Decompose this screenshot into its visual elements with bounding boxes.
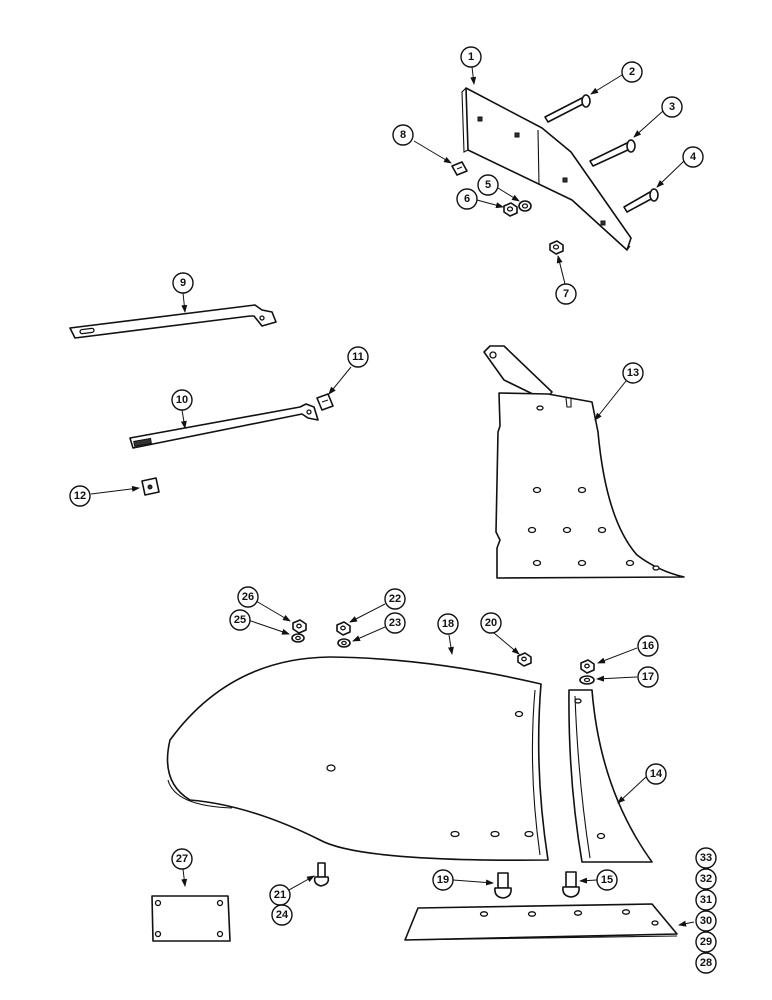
callout-33: 33 xyxy=(695,847,717,869)
hex-nut xyxy=(292,619,307,634)
callout-15: 15 xyxy=(596,869,618,891)
callout-8: 8 xyxy=(392,124,414,146)
hex-nut xyxy=(580,659,595,674)
callout-27: 27 xyxy=(171,848,193,870)
svg-text:16: 16 xyxy=(642,640,654,652)
callout-26: 26 xyxy=(237,586,259,608)
callout-25: 25 xyxy=(229,609,251,631)
callout-19: 19 xyxy=(432,869,454,891)
callout-21: 21 xyxy=(269,884,291,906)
svg-text:20: 20 xyxy=(485,617,497,629)
leader-lines xyxy=(90,66,695,927)
callout-31: 31 xyxy=(695,889,717,911)
callout-13: 13 xyxy=(622,362,644,384)
svg-text:30: 30 xyxy=(700,915,712,927)
svg-text:15: 15 xyxy=(601,874,613,886)
callout-6: 6 xyxy=(456,188,478,210)
lock-washer xyxy=(337,638,351,648)
svg-text:10: 10 xyxy=(176,394,188,406)
svg-text:28: 28 xyxy=(700,957,712,969)
callout-16: 16 xyxy=(637,635,659,657)
plow-bolt xyxy=(544,94,591,123)
callout-14: 14 xyxy=(645,763,667,785)
plow-bolt xyxy=(589,139,636,167)
callout-1: 1 xyxy=(460,46,482,68)
svg-text:3: 3 xyxy=(669,101,675,113)
callout-10: 10 xyxy=(171,389,193,411)
callout-20: 20 xyxy=(480,612,502,634)
callout-12: 12 xyxy=(69,485,91,507)
lock-washer xyxy=(579,675,595,685)
hex-nut xyxy=(549,240,564,255)
lock-washer xyxy=(291,633,305,643)
plow-bolt xyxy=(313,862,330,887)
callout-23: 23 xyxy=(384,612,406,634)
svg-text:7: 7 xyxy=(563,288,569,300)
lock-washer xyxy=(518,200,532,212)
wear-plate xyxy=(151,895,231,942)
hex-nut xyxy=(517,652,532,667)
plow-bolt xyxy=(494,872,512,899)
svg-text:6: 6 xyxy=(464,193,470,205)
plow-bolt xyxy=(623,188,659,213)
svg-text:31: 31 xyxy=(700,894,712,906)
share xyxy=(404,903,678,941)
svg-text:2: 2 xyxy=(629,66,635,78)
hex-nut xyxy=(336,621,351,636)
svg-text:19: 19 xyxy=(437,874,449,886)
callout-3: 3 xyxy=(661,96,683,118)
svg-text:32: 32 xyxy=(700,873,712,885)
callout-22: 22 xyxy=(384,588,406,610)
svg-text:5: 5 xyxy=(485,179,491,191)
svg-text:14: 14 xyxy=(650,768,663,780)
plow-bolt xyxy=(562,871,580,898)
square-clip xyxy=(141,477,160,496)
svg-text:17: 17 xyxy=(642,671,654,683)
callout-32: 32 xyxy=(695,868,717,890)
frog-plate xyxy=(461,87,632,251)
svg-text:22: 22 xyxy=(389,593,401,605)
svg-text:9: 9 xyxy=(180,277,186,289)
callout-9: 9 xyxy=(172,272,194,294)
svg-text:33: 33 xyxy=(700,852,712,864)
svg-text:24: 24 xyxy=(276,909,289,921)
callout-4: 4 xyxy=(682,146,704,168)
svg-text:26: 26 xyxy=(242,591,254,603)
callout-24: 24 xyxy=(271,904,293,926)
shin xyxy=(568,689,653,863)
square-washer xyxy=(451,161,468,176)
callout-11: 11 xyxy=(347,346,369,368)
callout-5: 5 xyxy=(477,174,499,196)
callout-18: 18 xyxy=(437,613,459,635)
callout-2: 2 xyxy=(621,61,643,83)
svg-text:27: 27 xyxy=(176,853,188,865)
square-clip xyxy=(316,393,334,411)
moldboard xyxy=(166,656,549,861)
callout-29: 29 xyxy=(695,931,717,953)
brace xyxy=(69,304,277,339)
hex-nut xyxy=(503,202,518,217)
callout-17: 17 xyxy=(637,666,659,688)
callout-28: 28 xyxy=(695,952,717,974)
svg-text:21: 21 xyxy=(274,889,286,901)
svg-text:23: 23 xyxy=(389,617,401,629)
svg-text:8: 8 xyxy=(400,129,406,141)
frog xyxy=(483,345,685,579)
callout-30: 30 xyxy=(695,910,717,932)
svg-text:1: 1 xyxy=(468,51,474,63)
svg-text:25: 25 xyxy=(234,614,246,626)
svg-text:4: 4 xyxy=(690,151,697,163)
svg-text:12: 12 xyxy=(74,490,86,502)
callout-7: 7 xyxy=(555,283,577,305)
svg-text:13: 13 xyxy=(627,367,639,379)
svg-text:11: 11 xyxy=(352,351,364,363)
brace xyxy=(129,403,319,449)
svg-text:29: 29 xyxy=(700,936,712,948)
svg-text:18: 18 xyxy=(442,618,454,630)
